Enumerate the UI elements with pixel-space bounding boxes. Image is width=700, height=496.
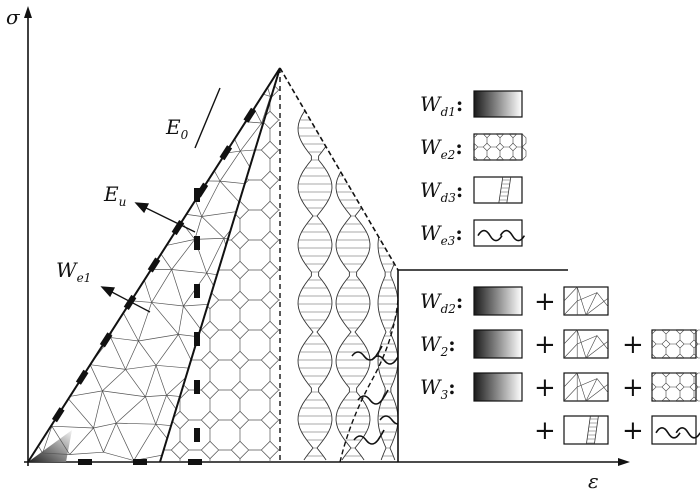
legend-label: We3:	[420, 221, 463, 248]
y-axis-arrow-icon	[24, 6, 32, 18]
thick-dash	[78, 459, 92, 465]
thick-dash	[147, 257, 161, 273]
thick-dash	[194, 236, 200, 250]
legend-label: W2:	[420, 332, 456, 359]
legend-item: Wd3:	[420, 176, 523, 205]
legend-label: Wd2:	[420, 289, 463, 316]
y-axis-label: σ	[6, 5, 21, 29]
wave-pattern-icon	[651, 415, 700, 445]
thick-dash	[171, 220, 185, 236]
legend-label: Wd3:	[420, 178, 463, 205]
wave-icon	[351, 345, 383, 361]
plus-sign: +	[534, 373, 556, 403]
x-axis-arrow-icon	[618, 458, 630, 466]
eu-label: Eu	[103, 182, 126, 209]
thick-dash	[194, 380, 200, 394]
plus-sign: +	[622, 416, 644, 446]
triangle-mesh-icon	[563, 329, 609, 359]
post-peak-region	[297, 99, 398, 461]
plus-sign: +	[534, 416, 556, 446]
we1-arrow-line	[107, 289, 151, 313]
unloading-line	[159, 67, 281, 463]
gradient-icon	[473, 329, 523, 359]
hatched-band-icon	[563, 415, 609, 445]
triangle-mesh-icon	[563, 286, 609, 316]
legend-label: We2:	[420, 135, 463, 162]
corner-gradient-wedge	[28, 430, 72, 462]
legend: Wd1: We2: Wd3: We3: Wd2: + W2: + + W3: + + + +	[420, 90, 700, 446]
legend-item: We3:	[420, 219, 526, 248]
gradient-icon	[473, 372, 523, 402]
gradient-icon	[473, 286, 523, 316]
thick-dash	[194, 188, 200, 202]
thick-dash	[51, 407, 65, 423]
we1-label: We1	[56, 258, 91, 285]
thick-dash	[133, 459, 147, 465]
formula-row: W2: + +	[420, 329, 700, 360]
octagon-pattern-icon	[651, 329, 700, 359]
thick-dash	[194, 332, 200, 346]
softening-line	[279, 67, 399, 271]
thick-dash	[99, 332, 113, 348]
octagon-pattern-icon	[473, 133, 527, 161]
legend-label: W3:	[420, 375, 456, 402]
plus-sign: +	[622, 330, 644, 360]
thick-dash	[219, 145, 233, 161]
thick-dash-markers	[51, 107, 257, 465]
wave-icon	[353, 429, 385, 445]
thick-dash	[75, 369, 89, 385]
legend-item: We2:	[420, 133, 527, 162]
thick-dash	[188, 459, 202, 465]
plus-sign: +	[622, 373, 644, 403]
formula-row: W3: + + + +	[420, 372, 700, 446]
thick-dash	[194, 428, 200, 442]
e0-label: E0	[165, 115, 189, 142]
legend-label: Wd1:	[420, 92, 463, 119]
eu-arrow-line	[141, 205, 196, 233]
plus-sign: +	[534, 287, 556, 317]
hatched-band-icon	[473, 176, 523, 204]
we1-arrow-icon	[100, 286, 116, 298]
annotation-arrows	[100, 202, 196, 313]
thick-dash	[243, 107, 257, 123]
plus-sign: +	[534, 330, 556, 360]
x-axis-label: ε	[588, 469, 599, 492]
wave-icon	[379, 409, 398, 425]
eu-arrow-icon	[134, 202, 150, 214]
annotation-labels: E0 Eu We1	[56, 115, 189, 285]
residual-unload-curve	[339, 299, 399, 463]
thick-dash	[194, 284, 200, 298]
formula-row: Wd2: +	[420, 286, 609, 317]
axes: σ ε	[6, 5, 630, 493]
wave-icon	[371, 349, 398, 365]
wave-icon	[357, 389, 389, 405]
octagon-pattern-icon	[651, 372, 700, 402]
wave-symbols	[351, 345, 398, 445]
gradient-icon	[473, 90, 523, 118]
triangle-mesh-icon	[563, 372, 609, 402]
hatched-bands	[297, 99, 398, 461]
legend-item: Wd1:	[420, 90, 523, 119]
wave-pattern-icon	[473, 219, 526, 247]
e0-tangent-line	[194, 87, 221, 149]
thick-dash	[123, 294, 137, 310]
